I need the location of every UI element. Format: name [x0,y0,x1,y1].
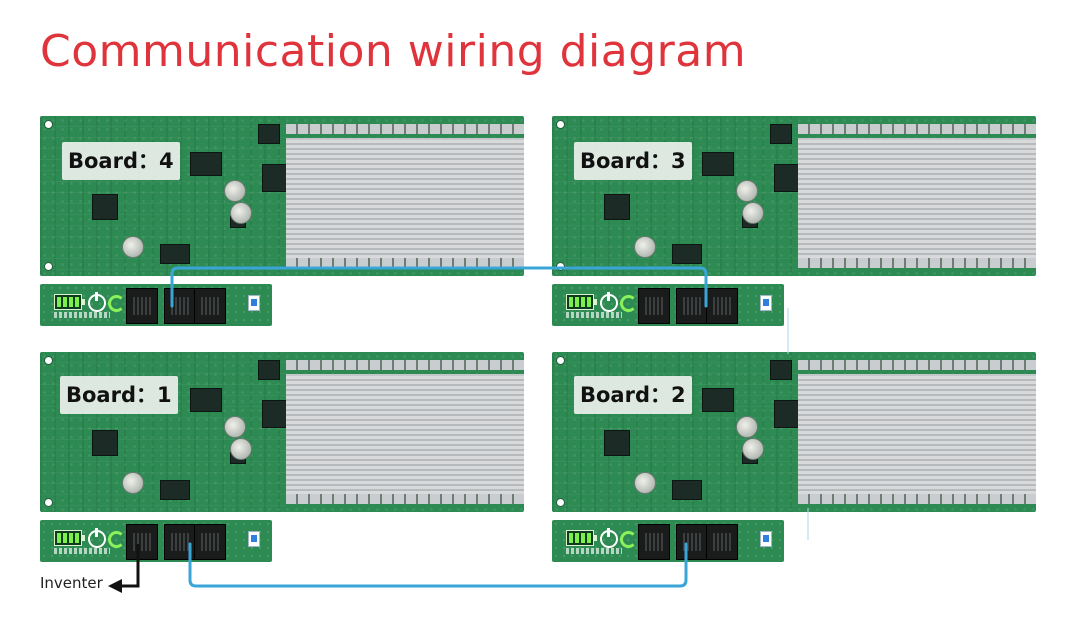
silkscreen-text [54,548,110,554]
battery-icon [54,530,85,546]
power-icon[interactable] [88,528,106,548]
rj45-port-icon[interactable] [706,288,738,324]
heatsink [286,374,524,496]
chip [604,194,630,220]
capacitor [224,416,246,438]
rj45-port-icon[interactable] [194,524,226,560]
capacitor [736,416,758,438]
reset-icon[interactable] [620,295,637,312]
chip [774,164,802,192]
capacitor [230,438,252,460]
mosfet-strip [286,494,524,504]
dip-switch-icon[interactable] [760,295,772,311]
chip [770,360,792,380]
chip [672,244,702,264]
board-label: Board：3 [574,142,692,180]
silkscreen-text [54,312,110,318]
board-label: Board：4 [62,142,180,180]
battery-icon [566,530,597,546]
comm-panel-4 [40,284,272,326]
heatsink [798,138,1036,260]
chip [160,244,190,264]
arrow-left-icon [108,579,122,593]
mosfet-strip [286,360,524,370]
mount-hole [556,498,565,507]
mount-hole [556,120,565,129]
battery-icon [54,294,85,310]
heatsink [286,138,524,260]
bms-board-1: Board：1 [40,352,524,512]
rj45-port-icon[interactable] [676,524,708,560]
silkscreen-text [566,548,622,554]
mosfet-strip [798,360,1036,370]
capacitor [122,236,144,258]
power-icon[interactable] [88,292,106,312]
rj45-port-icon[interactable] [126,524,158,560]
chip [160,480,190,500]
chip [702,388,734,412]
mount-hole [44,356,53,365]
chip [258,124,280,144]
reset-icon[interactable] [108,531,125,548]
chip [190,388,222,412]
capacitor [224,180,246,202]
mosfet-strip [798,494,1036,504]
mount-hole [556,356,565,365]
mosfet-strip [286,124,524,134]
page-title: Communication wiring diagram [40,26,747,77]
comm-panel-2 [552,520,784,562]
rj45-port-icon[interactable] [706,524,738,560]
chip [604,430,630,456]
capacitor [634,472,656,494]
rj45-port-icon[interactable] [164,288,196,324]
power-icon[interactable] [600,292,618,312]
mosfet-strip [798,258,1036,268]
power-icon[interactable] [600,528,618,548]
mount-hole [44,262,53,271]
chip [262,400,290,428]
chip [672,480,702,500]
dip-switch-icon[interactable] [248,531,260,547]
chip [262,164,290,192]
comm-panel-3 [552,284,784,326]
inverter-label: Inventer [40,574,103,592]
rj45-port-icon[interactable] [164,524,196,560]
reset-icon[interactable] [620,531,637,548]
rj45-port-icon[interactable] [638,288,670,324]
mosfet-strip [798,124,1036,134]
chip [258,360,280,380]
reset-icon[interactable] [108,295,125,312]
chip [92,194,118,220]
dip-switch-icon[interactable] [248,295,260,311]
capacitor [736,180,758,202]
chip [774,400,802,428]
rj45-port-icon[interactable] [676,288,708,324]
rj45-port-icon[interactable] [638,524,670,560]
bms-board-2: Board：2 [552,352,1036,512]
heatsink [798,374,1036,496]
rj45-port-icon[interactable] [126,288,158,324]
capacitor [122,472,144,494]
capacitor [230,202,252,224]
chip [92,430,118,456]
capacitor [634,236,656,258]
mount-hole [44,498,53,507]
capacitor [742,202,764,224]
chip [190,152,222,176]
board-label: Board：1 [60,376,178,414]
capacitor [742,438,764,460]
dip-switch-icon[interactable] [760,531,772,547]
bms-board-3: Board：3 [552,116,1036,276]
chip [702,152,734,176]
rj45-port-icon[interactable] [194,288,226,324]
comm-panel-1 [40,520,272,562]
mount-hole [556,262,565,271]
bms-board-4: Board：4 [40,116,524,276]
board-label: Board：2 [574,376,692,414]
battery-icon [566,294,597,310]
chip [770,124,792,144]
silkscreen-text [566,312,622,318]
mount-hole [44,120,53,129]
mosfet-strip [286,258,524,268]
